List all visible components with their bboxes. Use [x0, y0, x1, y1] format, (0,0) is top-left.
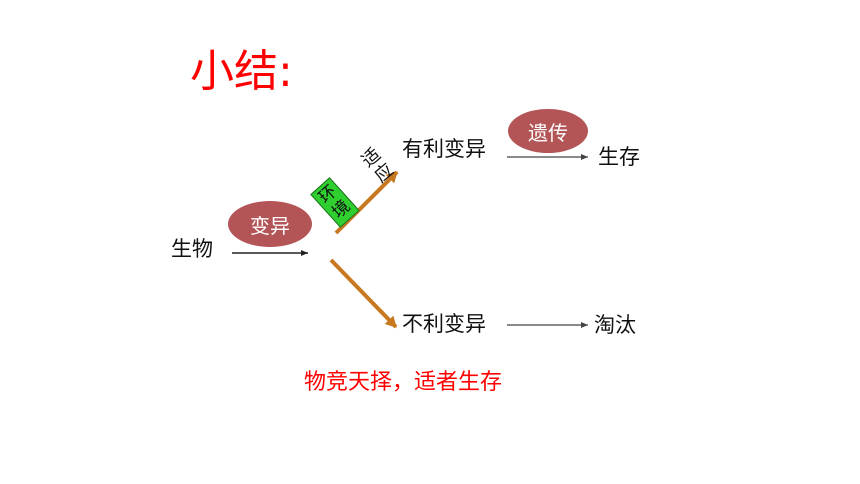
node-unfavorable-variation: 不利变异 [402, 312, 486, 336]
summary-slogan: 物竞天择，适者生存 [304, 370, 503, 395]
node-favorable-variation: 有利变异 [402, 137, 486, 161]
badge-variation: 变异 [228, 201, 312, 247]
unfavorable-branch-arrow [329, 258, 398, 329]
node-survive: 生存 [598, 145, 640, 169]
node-organism: 生物 [171, 237, 213, 261]
badge-heredity: 遗传 [508, 109, 588, 153]
node-eliminated: 淘汰 [594, 313, 636, 337]
slide-title: 小结: [190, 46, 293, 97]
